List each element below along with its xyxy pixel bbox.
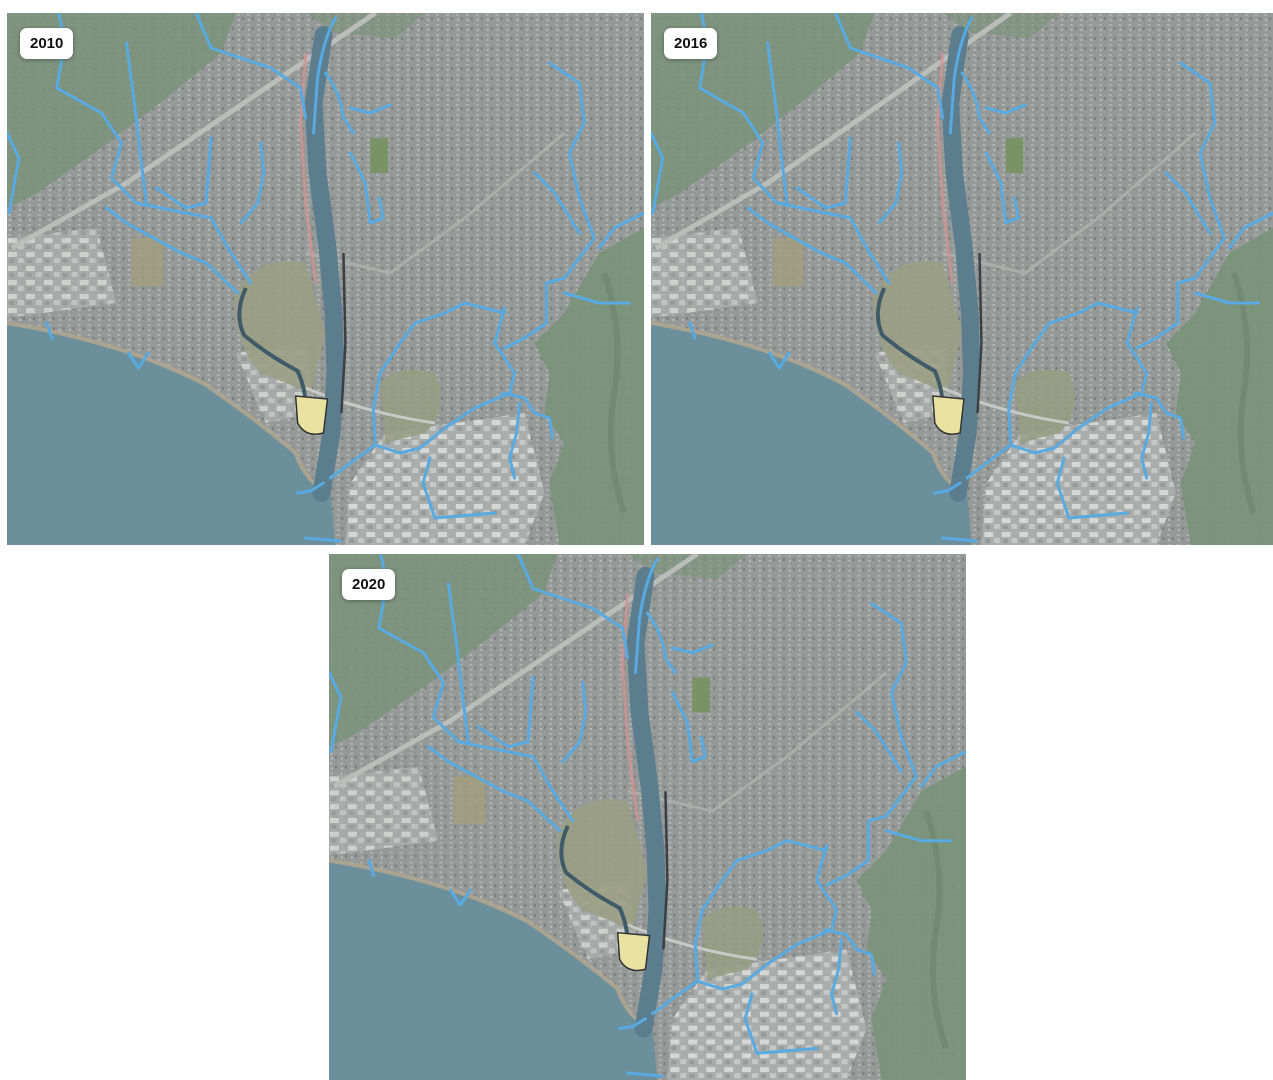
shoreline bbox=[7, 321, 332, 495]
aerial-map-2010 bbox=[7, 13, 644, 545]
map-panel-2010: 2010 bbox=[7, 13, 644, 545]
northwest-hills bbox=[329, 554, 558, 747]
stream-network bbox=[329, 554, 966, 1078]
wetland-patch bbox=[294, 395, 329, 435]
old-river-channel bbox=[237, 287, 308, 419]
green-field bbox=[1005, 138, 1024, 173]
northwest-hills bbox=[651, 13, 875, 208]
stream-network bbox=[651, 13, 1273, 543]
haze bbox=[7, 13, 644, 545]
sports-field bbox=[453, 776, 486, 824]
industrial-west bbox=[329, 766, 439, 856]
old-river-channel bbox=[559, 825, 630, 955]
old-river-channel bbox=[875, 287, 945, 419]
wetland-patch bbox=[932, 395, 965, 435]
haze bbox=[329, 554, 966, 1080]
railway bbox=[627, 671, 888, 813]
haze bbox=[651, 13, 1273, 545]
coastal-road bbox=[942, 386, 1070, 425]
river-stopbank-west bbox=[621, 593, 640, 822]
green-field bbox=[692, 677, 711, 713]
eastern-park bbox=[1015, 369, 1075, 443]
river-stopbank-west bbox=[299, 52, 318, 284]
river-stopbank-east bbox=[662, 791, 669, 950]
racecourse-park bbox=[555, 799, 648, 930]
stream-network bbox=[7, 13, 644, 543]
sea bbox=[329, 860, 658, 1080]
coastal-road bbox=[627, 923, 758, 961]
eastern-hills bbox=[1166, 228, 1273, 545]
railway bbox=[942, 131, 1197, 275]
shoreline bbox=[329, 858, 654, 1031]
sports-field bbox=[772, 238, 804, 286]
eastern-hills-ridge bbox=[601, 272, 627, 514]
shoreline bbox=[651, 321, 968, 495]
industrial-west bbox=[7, 228, 117, 318]
racecourse-park bbox=[233, 261, 326, 393]
year-badge-2010: 2010 bbox=[20, 28, 74, 59]
eastern-hills bbox=[856, 766, 966, 1080]
aerial-map-2020 bbox=[329, 554, 966, 1080]
eastern-park bbox=[702, 906, 763, 980]
year-badge-2016: 2016 bbox=[664, 28, 718, 59]
aerial-map-2016 bbox=[651, 13, 1273, 545]
sea bbox=[7, 323, 336, 545]
racecourse-park bbox=[872, 261, 962, 393]
sports-field bbox=[131, 238, 164, 286]
river-stopbank-east bbox=[340, 252, 347, 414]
river-stopbank-west bbox=[936, 52, 954, 284]
eastern-hills-ridge bbox=[923, 810, 949, 1050]
wetland-patch bbox=[616, 931, 651, 972]
railway bbox=[305, 131, 566, 275]
map-panel-2016: 2016 bbox=[651, 13, 1273, 545]
eastern-park bbox=[380, 369, 441, 443]
river-stopbank-east bbox=[976, 252, 983, 414]
northwest-hills bbox=[7, 13, 236, 208]
sea bbox=[651, 323, 972, 545]
eastern-hills-ridge bbox=[1231, 272, 1257, 514]
map-panel-2020: 2020 bbox=[329, 554, 966, 1080]
coastal-road bbox=[305, 386, 436, 425]
industrial-west bbox=[651, 228, 758, 318]
year-badge-2020: 2020 bbox=[342, 569, 396, 600]
green-field bbox=[370, 138, 389, 173]
eastern-hills bbox=[534, 228, 644, 545]
